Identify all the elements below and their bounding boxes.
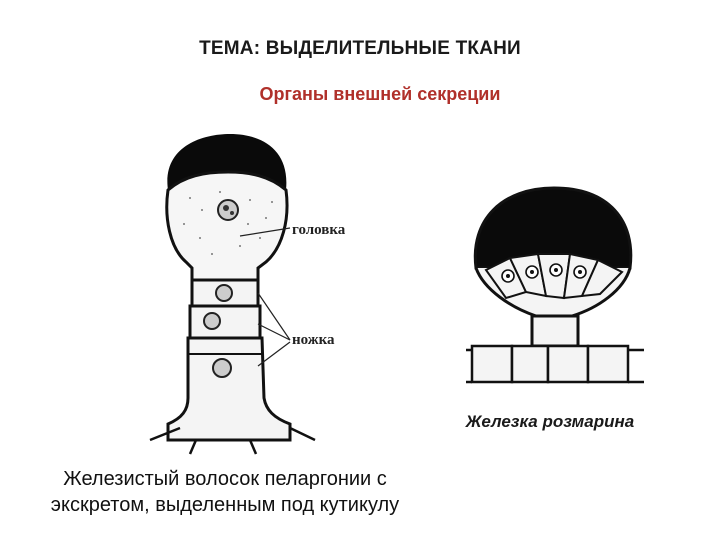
stalk-cell-2 (188, 304, 262, 340)
rosemary-secretion (473, 186, 633, 270)
head-outline (165, 170, 289, 282)
pelargonium-caption-line1: Железистый волосок пеларгонии с (63, 468, 387, 490)
rosemary-gland-diagram (466, 186, 644, 384)
label-stalk: ножка (292, 332, 335, 348)
label-head: головка (292, 222, 346, 238)
pelargonium-caption: Железистый волосок пеларгонии с экскрето… (28, 466, 422, 518)
secretion-cap (167, 134, 287, 190)
pelargonium-caption-line2: экскретом, выделенным под кутикулу (50, 494, 400, 516)
stalk-cell-3 (166, 336, 292, 442)
rosemary-caption: Железка розмарина (465, 412, 635, 431)
rosemary-stalk (530, 314, 580, 348)
page-subtitle: Органы внешней секреции (259, 84, 501, 104)
pelargonium-hair-diagram: головка ножка (149, 134, 346, 455)
page-title: ТЕМА: ВЫДЕЛИТЕЛЬНЫЕ ТКАНИ (199, 38, 521, 59)
